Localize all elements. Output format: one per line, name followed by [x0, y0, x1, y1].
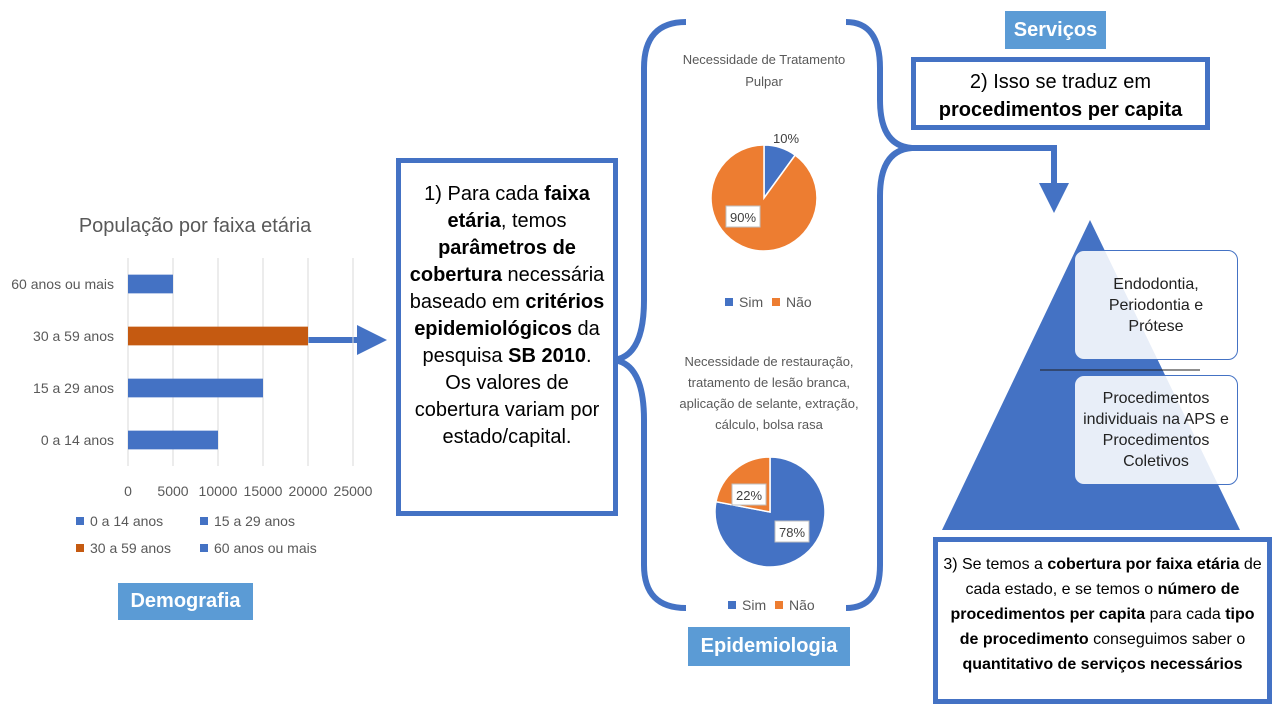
tier-primary-care: Procedimentos individuais na APS e Proce…	[1074, 375, 1238, 485]
step1-box: 1) Para cada faixa etária, temos parâmet…	[396, 158, 618, 516]
pie-data-label: 78%	[779, 525, 805, 540]
pie1-legend-sim: Sim	[725, 294, 763, 310]
bar	[128, 274, 173, 294]
y-category-label: 15 a 29 anos	[33, 380, 114, 396]
population-chart-title: População por faixa etária	[78, 215, 312, 237]
legend-item-60-plus: 60 anos ou mais	[200, 540, 317, 556]
step2-line2: procedimentos per capita	[938, 99, 1183, 121]
step3-box: 3) Se temos a cobertura por faixa etária…	[933, 537, 1272, 704]
pie2-title: Necessidade de restauração, tratamento d…	[679, 354, 859, 432]
x-tick-label: 20000	[289, 483, 328, 499]
data-label-box	[774, 520, 810, 543]
y-category-label: 60 anos ou mais	[11, 276, 114, 292]
data-label-box	[731, 483, 767, 506]
pie1-title: Necessidade de Tratamento Pulpar	[682, 52, 846, 89]
pie-data-label: 10%	[773, 131, 799, 146]
demografia-label: Demografia	[118, 583, 253, 620]
x-tick-label: 0	[124, 483, 132, 499]
legend-item-0-14: 0 a 14 anos	[76, 513, 163, 529]
step2-line1: 2) Isso se traduz em	[969, 71, 1152, 93]
pie2-legend-sim: Sim	[728, 597, 766, 613]
data-label-box	[725, 205, 761, 228]
y-category-label: 0 a 14 anos	[41, 432, 114, 448]
step2-box: 2) Isso se traduz em procedimentos per c…	[911, 57, 1210, 130]
x-tick-label: 25000	[334, 483, 373, 499]
y-category-label: 30 a 59 anos	[33, 328, 114, 344]
step1-text: 1) Para cada faixa etária, temos parâmet…	[409, 183, 605, 448]
pie1-legend-nao: Não	[772, 294, 812, 310]
pie-data-label: 90%	[730, 210, 756, 225]
legend-item-15-29: 15 a 29 anos	[200, 513, 295, 529]
epidemiologia-label: Epidemiologia	[688, 627, 850, 666]
x-tick-label: 5000	[157, 483, 188, 499]
pie-slice	[710, 144, 818, 252]
legend-item-30-59: 30 a 59 anos	[76, 540, 171, 556]
pie2-legend-nao: Não	[775, 597, 815, 613]
bar	[128, 326, 308, 346]
servicos-label: Serviços	[1005, 11, 1106, 49]
pie-data-label: 22%	[736, 488, 762, 503]
bar	[128, 430, 218, 450]
tier-specialized: Endodontia, Periodontia e Prótese	[1074, 250, 1238, 360]
x-tick-label: 15000	[244, 483, 283, 499]
x-tick-label: 10000	[199, 483, 238, 499]
bar	[128, 378, 263, 398]
step3-text: 3) Se temos a cobertura por faixa etária…	[943, 556, 1262, 673]
arrow-epidemiologia-to-servicos	[900, 145, 1069, 213]
